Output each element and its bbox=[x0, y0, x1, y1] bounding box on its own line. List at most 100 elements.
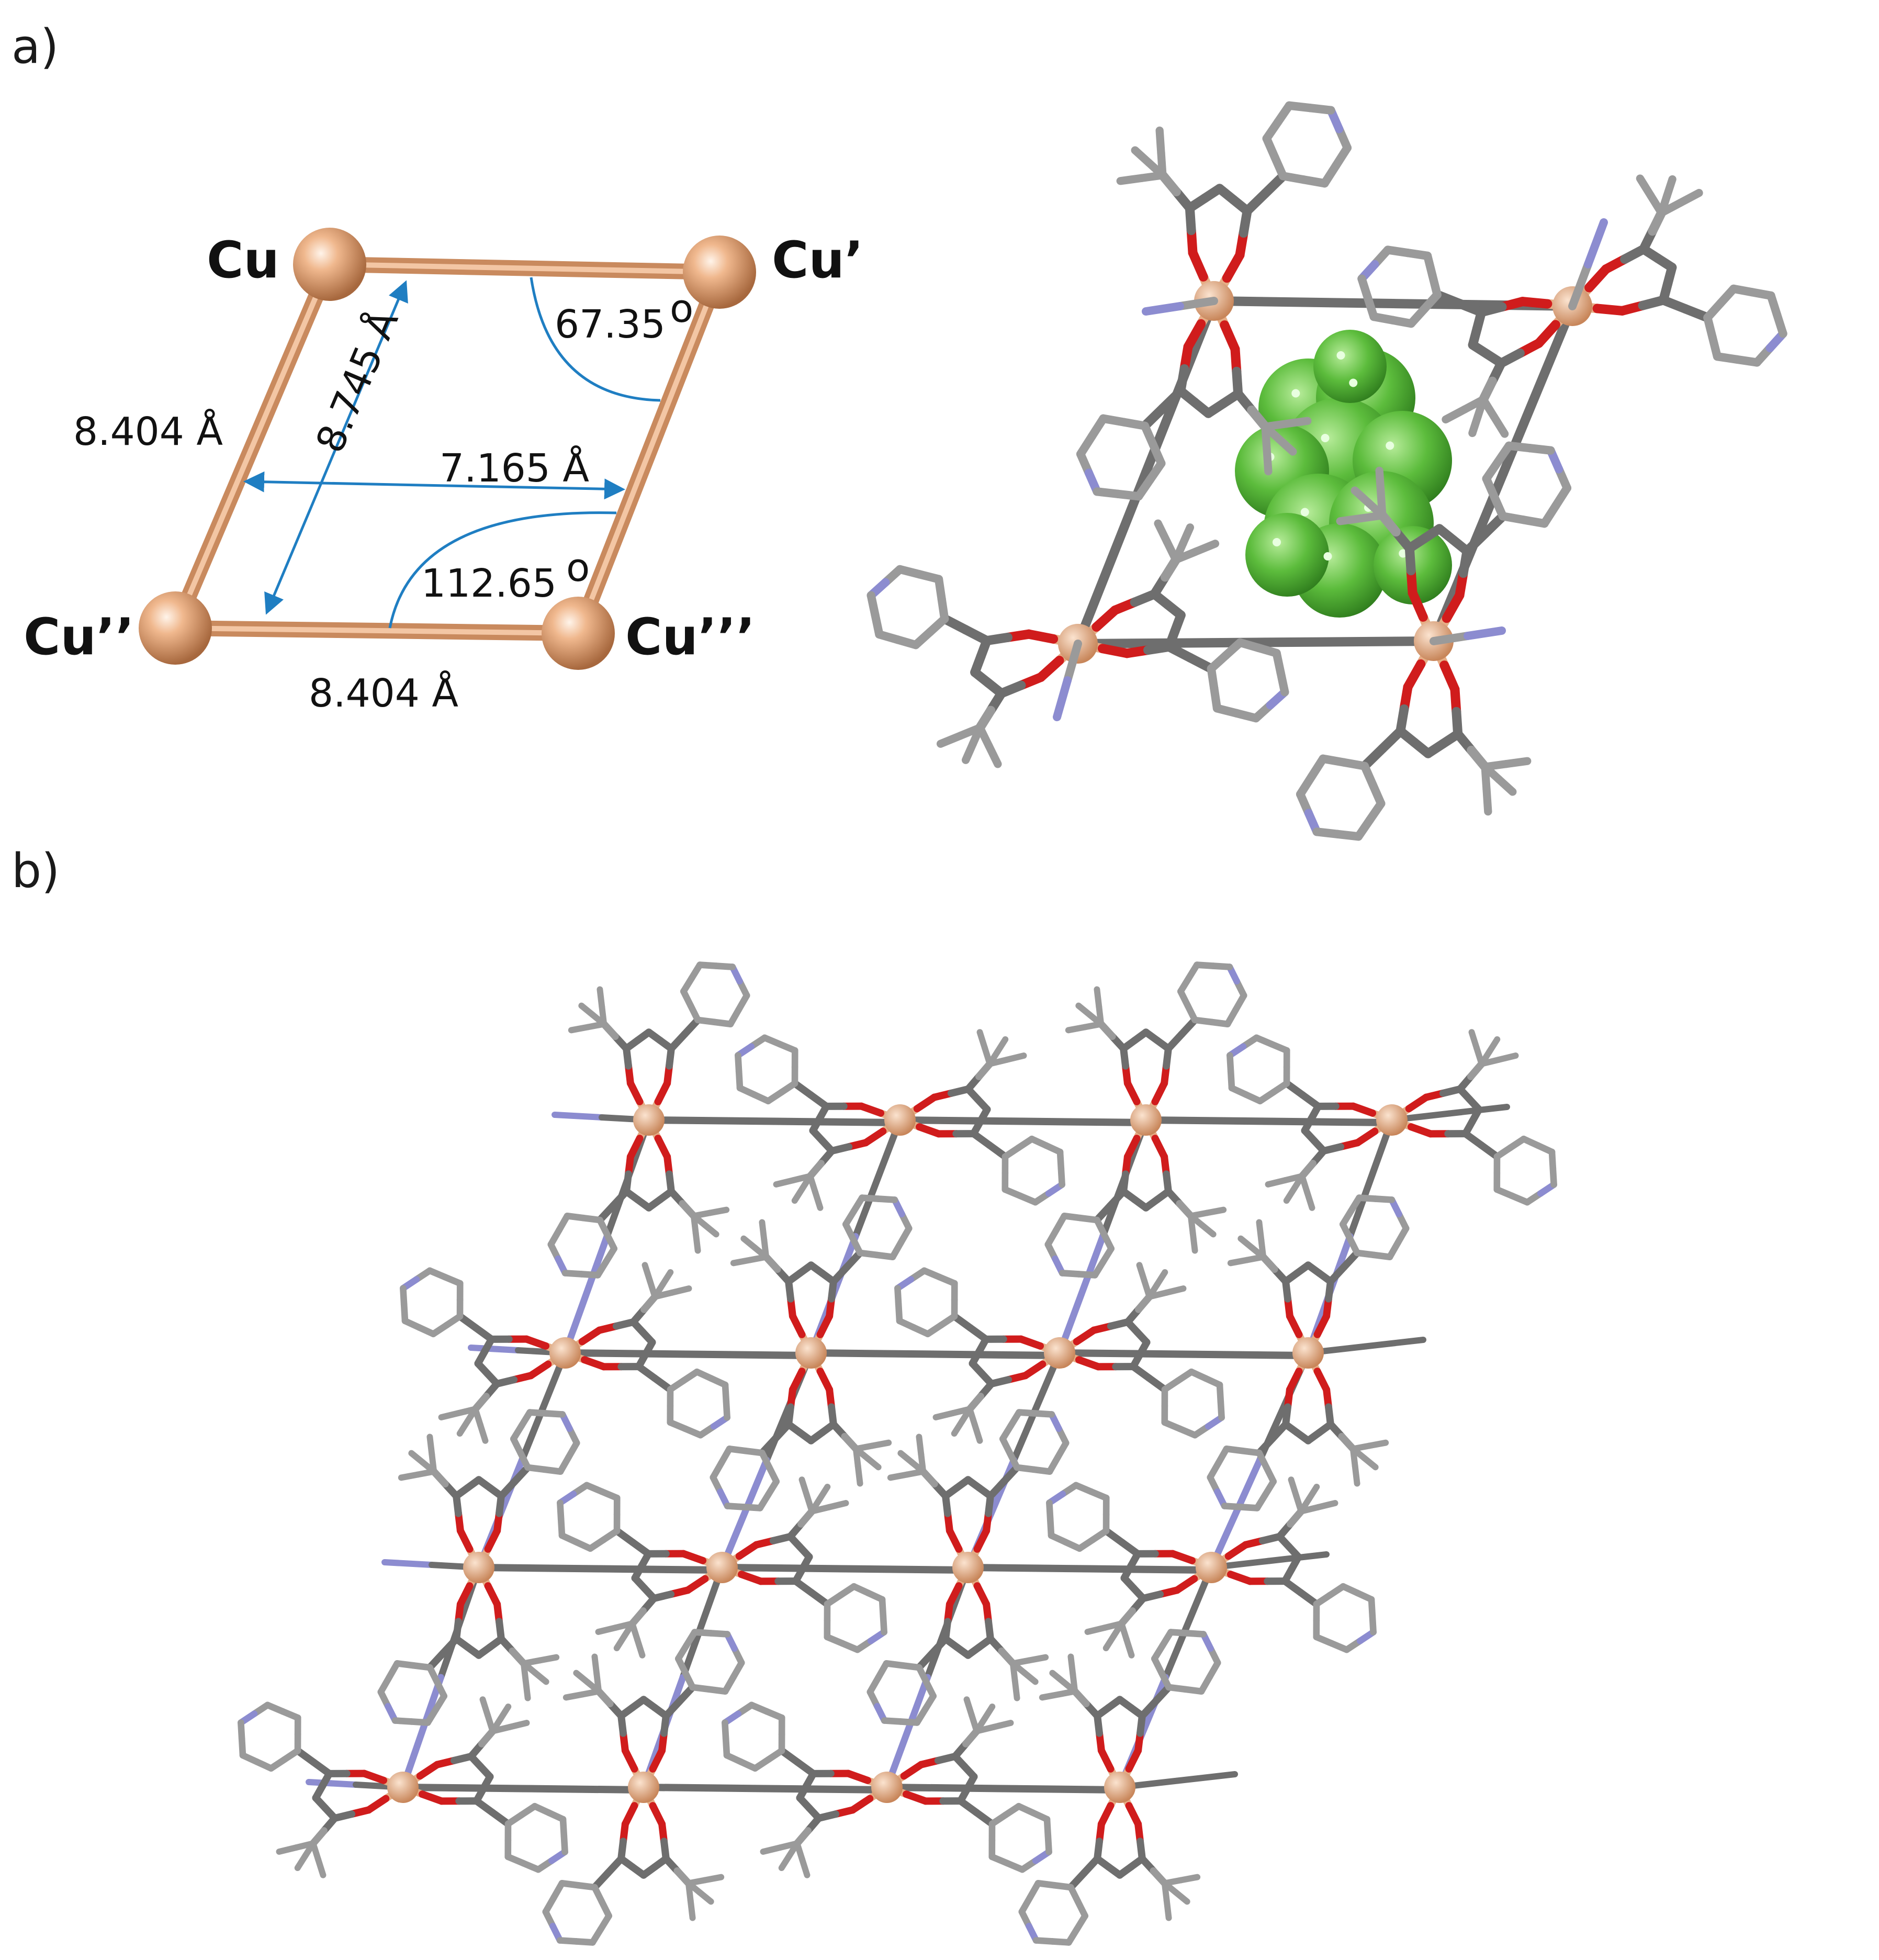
methyl-bond bbox=[1636, 174, 1655, 200]
axial-n-bond bbox=[1176, 297, 1218, 310]
methyl-bond bbox=[1490, 412, 1509, 438]
methyl-bond bbox=[1004, 1052, 1027, 1063]
linker-bond bbox=[399, 1784, 527, 1793]
methyl-bond bbox=[568, 1024, 591, 1034]
methyl-bond bbox=[707, 1206, 730, 1216]
methyl-bond bbox=[1084, 1625, 1108, 1635]
methyl-bond bbox=[854, 1463, 863, 1487]
methyl-bond bbox=[659, 1269, 674, 1288]
pyridyl-bond bbox=[682, 1670, 696, 1691]
linker-bond bbox=[520, 1785, 647, 1794]
linker-bond bbox=[852, 1116, 904, 1240]
methyl-bond bbox=[961, 740, 977, 764]
methyl-bond bbox=[1039, 1691, 1062, 1701]
guest-highlight bbox=[1300, 508, 1309, 517]
methyl-bond bbox=[869, 1439, 892, 1449]
methyl-bond bbox=[537, 1654, 560, 1664]
pyridyl-bond bbox=[1360, 761, 1377, 789]
panel-label-b: b) bbox=[12, 844, 60, 899]
methyl-bond bbox=[1173, 1889, 1190, 1905]
pyridyl-bond bbox=[426, 1664, 441, 1685]
linker-bond bbox=[807, 1349, 939, 1358]
methyl-bond bbox=[812, 1189, 824, 1211]
linker-bond bbox=[1346, 1116, 1396, 1240]
label-cu-triple-prime: Cu’’’ bbox=[625, 608, 755, 666]
methyl-bond bbox=[816, 1483, 831, 1503]
linker-bond bbox=[381, 1559, 435, 1568]
methyl-bond bbox=[1494, 775, 1517, 796]
methyl-bond bbox=[1256, 1219, 1265, 1243]
cu-center bbox=[549, 1337, 581, 1369]
linker-bond bbox=[1073, 467, 1151, 648]
pyridyl-bond bbox=[1158, 1670, 1172, 1691]
methyl-bond bbox=[991, 1720, 1014, 1730]
methyl-bond bbox=[591, 1653, 600, 1677]
methyl-bond bbox=[798, 1856, 811, 1878]
pyridyl-bond bbox=[1006, 1450, 1020, 1471]
methyl-bond bbox=[1163, 1285, 1187, 1296]
methyl-bond bbox=[477, 1421, 489, 1444]
pyridyl-bond bbox=[988, 1811, 1009, 1828]
methyl-bond bbox=[642, 1262, 654, 1284]
pyridyl-bond bbox=[591, 1884, 605, 1905]
methyl-bond bbox=[1237, 1235, 1255, 1251]
linker-bond bbox=[519, 1349, 569, 1464]
methyl-bond bbox=[438, 1410, 462, 1420]
axial-n-bond bbox=[1053, 676, 1072, 721]
cu-double-prime-atom bbox=[139, 591, 212, 665]
cu-center bbox=[1044, 1337, 1075, 1369]
methyl-bond bbox=[687, 1897, 696, 1921]
methyl-bond bbox=[1468, 1029, 1480, 1051]
linker-bond bbox=[640, 1784, 769, 1793]
axial-n-bond bbox=[1142, 302, 1184, 316]
diagonal-length: 8.745 Å bbox=[307, 303, 408, 459]
methyl-bond bbox=[595, 1625, 618, 1635]
acute-angle-arc bbox=[530, 277, 661, 402]
methyl-bond bbox=[1303, 1189, 1315, 1211]
methyl-bond bbox=[1154, 519, 1171, 546]
measurement-arrows bbox=[243, 277, 661, 629]
cu-prime-atom bbox=[683, 236, 756, 309]
methyl-bond bbox=[578, 1002, 596, 1018]
methyl-bond bbox=[456, 1418, 471, 1437]
methyl-bond bbox=[479, 1696, 491, 1719]
methyl-bond bbox=[669, 1285, 692, 1296]
methyl-bond bbox=[826, 1500, 849, 1510]
pyridyl-bond bbox=[1270, 1080, 1290, 1096]
guest-highlight bbox=[1321, 434, 1330, 442]
pyridyl-bond bbox=[1493, 1144, 1514, 1160]
methyl-bond bbox=[1155, 126, 1165, 157]
methyl-bond bbox=[1189, 1230, 1198, 1254]
methyl-bond bbox=[1154, 1269, 1168, 1288]
pyridyl-bond bbox=[849, 1235, 863, 1257]
axial-n-bond bbox=[1584, 218, 1608, 268]
linker-bond bbox=[645, 1116, 778, 1125]
methyl-bond bbox=[1265, 1177, 1288, 1188]
guest-highlight bbox=[1291, 389, 1300, 398]
pyridyl-bond bbox=[667, 1377, 687, 1393]
pyridyl-bond bbox=[597, 1216, 611, 1238]
pyridyl-bond bbox=[1184, 1002, 1198, 1024]
cu-center bbox=[633, 1104, 665, 1136]
pyridyl-bond bbox=[938, 1313, 958, 1329]
methyl-bond bbox=[702, 1874, 725, 1884]
acute-angle-degree: o bbox=[670, 286, 693, 331]
linker-bond bbox=[1019, 1117, 1150, 1126]
linker-bond bbox=[1056, 1349, 1188, 1358]
pyridyl-bond bbox=[517, 1450, 531, 1471]
methyl-bond bbox=[1123, 1636, 1135, 1659]
pyridyl-bond bbox=[1313, 1592, 1333, 1608]
axial-n-bond bbox=[1430, 632, 1472, 645]
pyridyl-bond bbox=[1002, 1144, 1022, 1160]
methyl-bond bbox=[1676, 188, 1703, 207]
linker-bond bbox=[1174, 1771, 1238, 1784]
methyl-bond bbox=[932, 1410, 956, 1420]
pyridyl-bond bbox=[1067, 1884, 1082, 1905]
2d-coordination-network bbox=[238, 961, 1557, 1946]
methyl-bond bbox=[1288, 1476, 1300, 1499]
linker-bond bbox=[399, 1674, 444, 1791]
methyl-bond bbox=[994, 1036, 1009, 1055]
linker-bond bbox=[1209, 296, 1398, 308]
axial-n-bond bbox=[1568, 260, 1592, 310]
